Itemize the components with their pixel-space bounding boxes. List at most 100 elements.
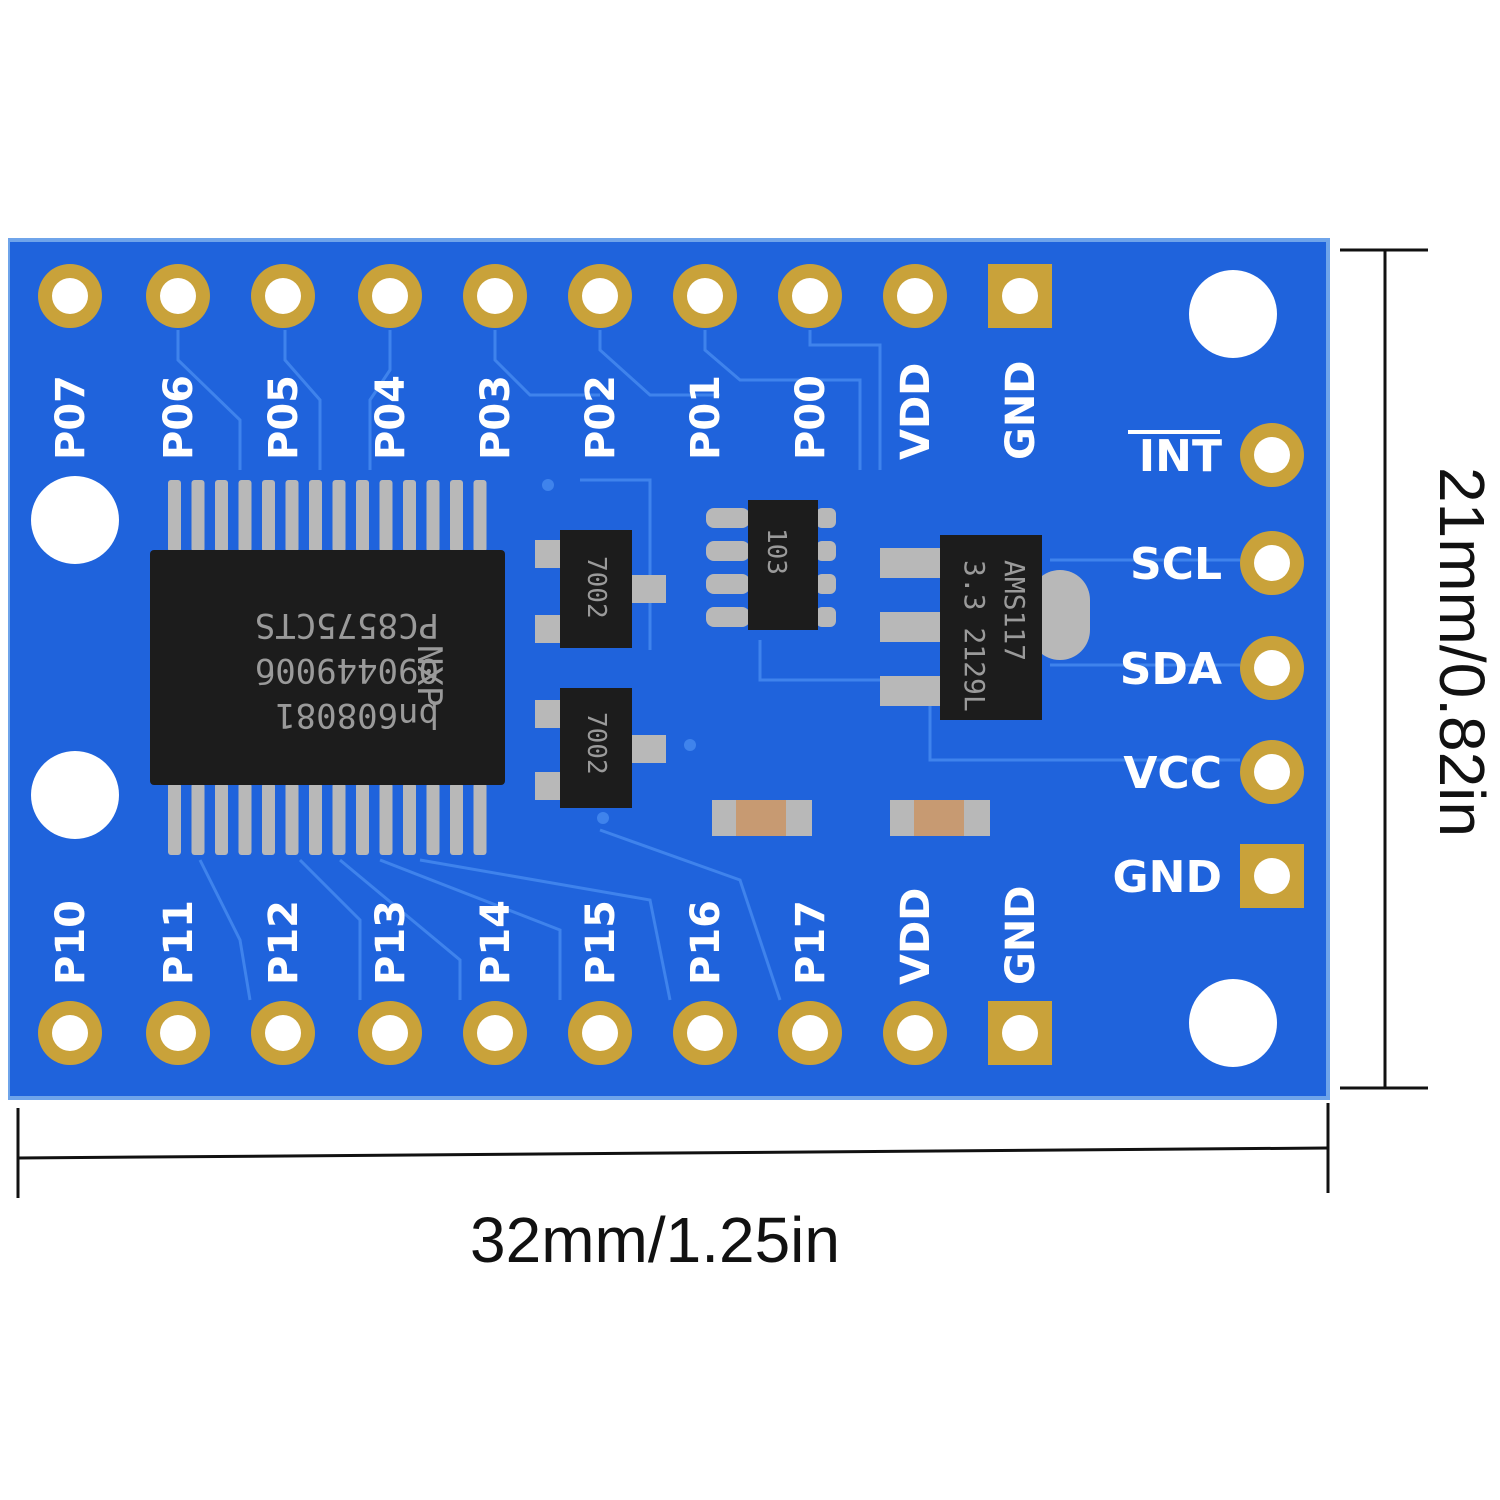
pin-label: P15: [578, 900, 624, 985]
capacitor-body: [914, 800, 966, 836]
pin-label: P14: [473, 900, 519, 985]
side-pin-label: GND: [1113, 852, 1222, 903]
pin-label: GND: [998, 885, 1044, 985]
chip-pin: [426, 783, 440, 855]
main-chip-pins: [168, 480, 487, 855]
chip-pin: [473, 783, 487, 855]
regulator-pin: [880, 676, 950, 706]
side-pin-label: SCL: [1130, 539, 1222, 590]
pin-hole: [582, 278, 618, 314]
chip-pin: [332, 783, 346, 855]
regulator-body: [940, 535, 1042, 720]
pin-hole: [477, 278, 513, 314]
pin-hole: [372, 278, 408, 314]
resistor-array-pad: [816, 607, 836, 627]
pin-label: P02: [578, 375, 624, 460]
mounting-hole: [1189, 979, 1277, 1067]
height-dimension: [1340, 248, 1428, 1090]
trace: [368, 330, 392, 470]
resistor-array-pad: [816, 508, 836, 528]
chip-pin: [379, 480, 393, 552]
trace: [493, 330, 600, 397]
resistor-array-pad: [706, 574, 750, 594]
transistor-marking: 7002: [581, 556, 611, 619]
chip-marking-line1: bn608081: [275, 695, 439, 735]
pin-hole: [1002, 1015, 1038, 1051]
regulator-tab: [1030, 570, 1090, 660]
trace: [598, 330, 720, 397]
chip-marking-line3: NXP: [409, 645, 449, 706]
mounting-hole: [1189, 270, 1277, 358]
pin-hole: [687, 278, 723, 314]
via: [597, 812, 609, 824]
regulator-marking-line1: AMS117: [998, 560, 1031, 661]
chip-marking-line2: 09044900б: [255, 650, 439, 690]
pin-hole: [52, 278, 88, 314]
transistor-body: [560, 688, 632, 808]
chip-pin: [426, 480, 440, 552]
pin-hole: [1254, 437, 1290, 473]
width-dimension: [16, 1103, 1330, 1198]
chip-pin: [191, 480, 205, 552]
trace: [198, 859, 252, 1001]
chip-pin: [238, 783, 252, 855]
transistor-2: 7002: [535, 688, 666, 808]
trace: [599, 828, 782, 1001]
pin-label: P12: [261, 900, 307, 985]
chip-marking-line4: PC8575CTS: [255, 605, 439, 645]
voltage-regulator: AMS117 3.3 2129L: [880, 535, 1090, 720]
via: [542, 479, 554, 491]
chip-pin: [262, 480, 275, 552]
capacitor-end: [786, 800, 812, 836]
pin-hole: [1002, 278, 1038, 314]
width-dimension-line: [17, 1146, 1329, 1160]
pin-label: P00: [788, 375, 834, 460]
chip-pin: [356, 480, 369, 552]
pin-hole: [792, 1015, 828, 1051]
pin-label: P01: [683, 375, 729, 460]
chip-pin: [309, 480, 322, 552]
resistor-array-body: [748, 500, 818, 630]
pin-label: P13: [368, 900, 414, 985]
trace: [808, 330, 882, 470]
pin-hole: [1254, 545, 1290, 581]
trace: [298, 858, 362, 1000]
vias: [542, 479, 696, 824]
side-pin-label: SDA: [1120, 644, 1222, 695]
pin-label: VDD: [893, 363, 939, 460]
pin-label: P11: [156, 900, 202, 985]
chip-pin: [309, 783, 322, 855]
resistor-array-marking: 103: [761, 528, 791, 575]
pin-hole: [1254, 754, 1290, 790]
mounting-hole: [31, 751, 119, 839]
chip-pin: [285, 783, 299, 855]
trace: [703, 330, 862, 470]
mounting-holes: [31, 270, 1277, 1067]
pin-label: P17: [788, 900, 834, 985]
height-dimension-label: 21mm/0.82in: [1426, 467, 1498, 837]
trace: [928, 700, 1240, 762]
pin-hole: [1254, 858, 1290, 894]
pin-label: P07: [48, 375, 94, 460]
resistor-array-pad: [706, 541, 750, 561]
via: [684, 739, 696, 751]
transistor-1: 7002: [535, 530, 666, 648]
pin-hole: [1254, 650, 1290, 686]
regulator-pin: [880, 612, 950, 642]
pin-hole: [477, 1015, 513, 1051]
chip-pin: [238, 480, 252, 552]
trace: [176, 330, 242, 470]
transistor-marking: 7002: [581, 712, 611, 775]
pin-hole: [582, 1015, 618, 1051]
pin-hole: [265, 278, 301, 314]
pin-label: P03: [473, 375, 519, 460]
pin-hole: [897, 278, 933, 314]
chip-pin: [285, 480, 299, 552]
main-chip-body: [150, 550, 505, 785]
chip-pin: [168, 783, 181, 855]
mounting-hole: [31, 476, 119, 564]
regulator-pin: [880, 548, 950, 578]
pin-label: GND: [998, 360, 1044, 460]
